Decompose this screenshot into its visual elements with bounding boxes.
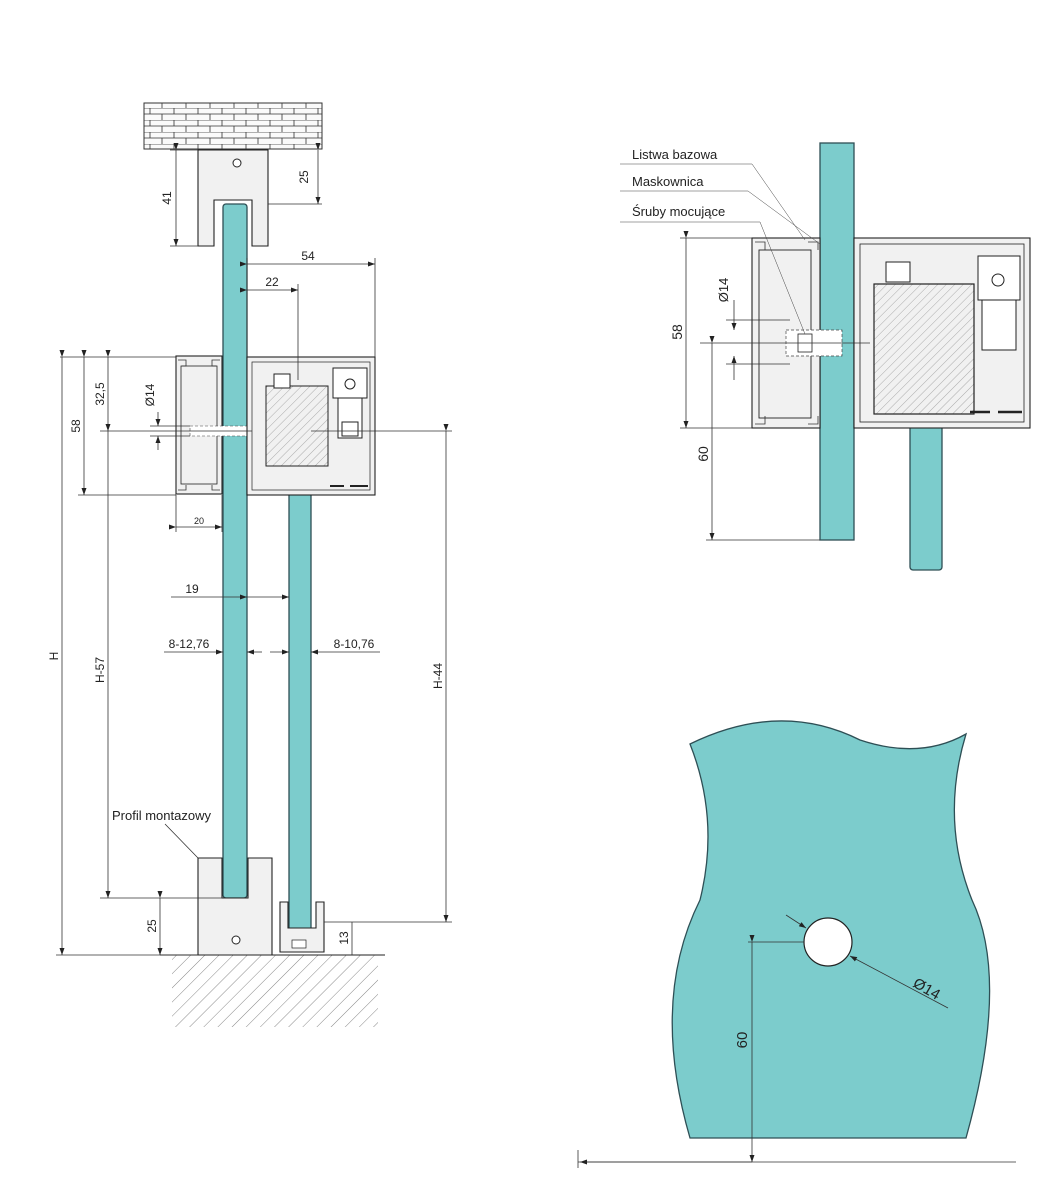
- glass-dim-60: 60: [734, 1032, 751, 1049]
- base-rail-left: [175, 355, 223, 495]
- roller-carriage: [265, 385, 329, 467]
- dim-41: 41: [160, 191, 174, 205]
- dim-8-10-76: 8-10,76: [334, 637, 375, 651]
- dim-d14: Ø14: [143, 383, 157, 406]
- label-listwa-bazowa: Listwa bazowa: [632, 147, 718, 162]
- dim-25-top: 25: [297, 170, 311, 184]
- dim-25-bottom: 25: [145, 919, 159, 933]
- dim-19: 19: [185, 582, 199, 596]
- label-sruby-mocujace: Śruby mocujące: [632, 204, 725, 219]
- label-maskownica: Maskownica: [632, 174, 704, 189]
- sliding-glass-panel: [288, 425, 312, 935]
- detail-roller-carriage: [873, 283, 975, 415]
- dim-20: 20: [194, 516, 204, 526]
- fixed-glass-panel: [222, 203, 248, 899]
- floor-hatch: [172, 955, 378, 1027]
- glass-hole-detail: Ø14 60: [577, 720, 1016, 1168]
- dim-22: 22: [265, 275, 279, 289]
- dim-H-44: H-44: [431, 663, 445, 689]
- dim-32-5: 32,5: [93, 382, 107, 406]
- dim-H-57: H-57: [93, 657, 107, 683]
- bottom-mount-profile: [197, 857, 273, 956]
- top-mount-profile: [197, 149, 269, 247]
- dim-H: H: [47, 652, 61, 661]
- floor-guide: [279, 901, 325, 953]
- detail-dim-60: 60: [695, 446, 711, 462]
- detail-dim-d14: Ø14: [716, 278, 731, 303]
- glass-hole: [803, 917, 853, 967]
- left-section-view: 41 25 54 22 58 32,5 Ø14 20 19 8-12,76 8-…: [47, 102, 452, 1027]
- dim-58: 58: [69, 419, 83, 433]
- detail-dim-58: 58: [669, 324, 685, 340]
- dim-8-12-76: 8-12,76: [169, 637, 210, 651]
- ceiling-brick: [143, 102, 323, 150]
- dim-13: 13: [337, 931, 351, 945]
- dim-54: 54: [301, 249, 315, 263]
- top-profile-hole-icon: [232, 158, 242, 168]
- right-detail-view: Listwa bazowa Maskownica Śruby mocujące …: [620, 142, 1031, 571]
- label-profil-montazowy: Profil montazowy: [112, 808, 211, 823]
- bottom-profile-hole-icon: [231, 935, 241, 945]
